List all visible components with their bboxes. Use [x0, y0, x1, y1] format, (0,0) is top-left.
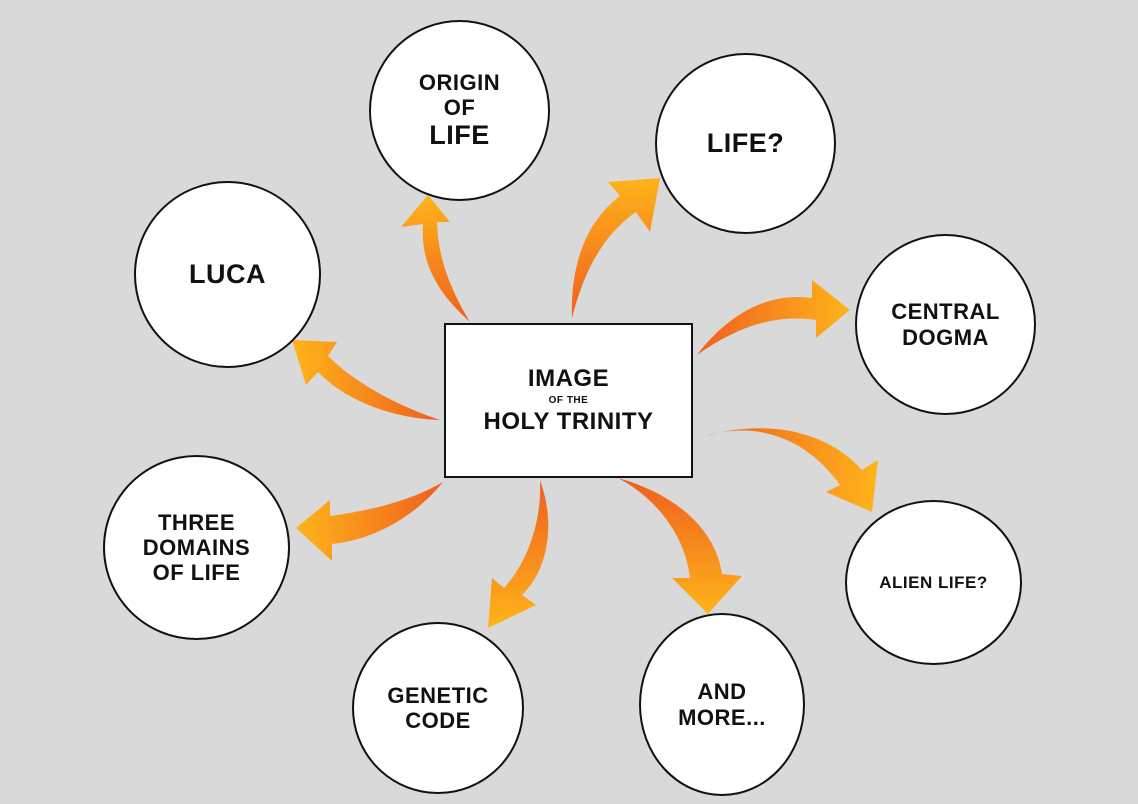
- node-central-line2: DOGMA: [902, 324, 989, 350]
- arrow-to-central-dogma: [697, 280, 850, 355]
- node-three-line2: DOMAINS: [142, 534, 251, 560]
- node-central-dogma: CENTRAL DOGMA: [855, 234, 1036, 415]
- node-genetic-line1: GENETIC: [387, 682, 489, 708]
- node-luca: LUCA: [134, 181, 321, 368]
- arrow-to-and-more: [618, 478, 742, 614]
- node-andmore-line2: MORE...: [678, 704, 766, 730]
- node-alien-line1: ALIEN LIFE?: [879, 572, 988, 592]
- node-origin-of-life: ORIGIN OF LIFE: [369, 20, 550, 201]
- node-luca-line1: LUCA: [189, 258, 266, 289]
- node-life: LIFE?: [655, 53, 836, 234]
- node-life-line1: LIFE?: [706, 127, 785, 158]
- node-alien-life: ALIEN LIFE?: [845, 500, 1022, 665]
- node-genetic-code: GENETIC CODE: [352, 622, 524, 794]
- node-three-line3: OF LIFE: [152, 560, 241, 586]
- node-three-domains: THREE DOMAINS OF LIFE: [103, 455, 290, 640]
- arrow-to-three-domains: [296, 482, 443, 561]
- node-origin-line2: OF: [443, 94, 476, 120]
- center-title-line1: IMAGE: [527, 365, 610, 393]
- node-origin-line1: ORIGIN: [418, 69, 501, 95]
- node-andmore-line1: AND: [697, 679, 747, 705]
- node-central-line1: CENTRAL: [891, 299, 1000, 325]
- node-genetic-line2: CODE: [405, 708, 471, 733]
- arrow-to-origin-of-life: [401, 195, 470, 322]
- node-and-more: AND MORE...: [639, 613, 805, 796]
- center-title-line2: OF THE: [548, 394, 589, 406]
- node-three-line1: THREE: [157, 509, 236, 535]
- arrow-to-alien-life: [705, 428, 878, 512]
- arrow-to-life: [571, 178, 660, 318]
- center-title-line3: HOLY TRINITY: [483, 408, 654, 436]
- arrow-to-luca: [292, 340, 440, 420]
- arrow-to-genetic-code: [488, 480, 549, 628]
- center-box-image-of-holy-trinity: IMAGE OF THE HOLY TRINITY: [444, 323, 693, 478]
- node-origin-line3: LIFE: [429, 120, 490, 151]
